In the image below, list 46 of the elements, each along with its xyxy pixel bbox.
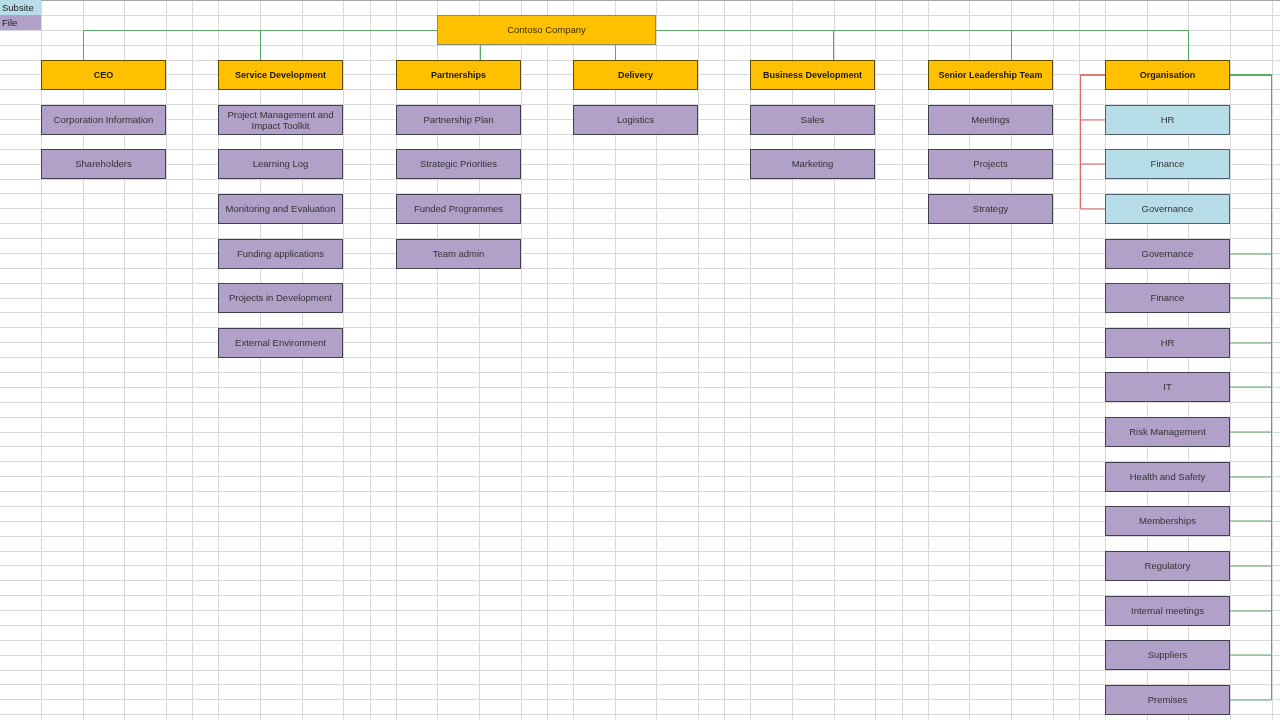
- file-box: Corporation Information: [41, 105, 166, 135]
- file-box: Project Management and Impact Toolkit: [218, 105, 343, 135]
- file-box: HR: [1105, 328, 1230, 358]
- file-box: Premises: [1105, 685, 1230, 715]
- file-box: Strategic Priorities: [396, 149, 521, 179]
- file-box: External Environment: [218, 328, 343, 358]
- file-box: Shareholders: [41, 149, 166, 179]
- file-box: Funded Programmes: [396, 194, 521, 224]
- section-box: CEO: [41, 60, 166, 90]
- section-box: Service Development: [218, 60, 343, 90]
- file-box: Suppliers: [1105, 640, 1230, 670]
- file-box: IT: [1105, 372, 1230, 402]
- file-box: Regulatory: [1105, 551, 1230, 581]
- root-box: Contoso Company: [437, 15, 656, 45]
- legend-key: Subsite: [0, 0, 41, 15]
- file-box: Partnership Plan: [396, 105, 521, 135]
- file-box: Logistics: [573, 105, 698, 135]
- connector-line: [1080, 74, 1106, 210]
- section-box: Business Development: [750, 60, 875, 90]
- file-box: Marketing: [750, 149, 875, 179]
- file-box: Health and Safety: [1105, 462, 1230, 492]
- file-box: Finance: [1105, 283, 1230, 313]
- connector-line: [260, 30, 438, 61]
- file-box: Learning Log: [218, 149, 343, 179]
- section-box: Organisation: [1105, 60, 1230, 90]
- file-box: Funding applications: [218, 239, 343, 269]
- file-box: Governance: [1105, 239, 1230, 269]
- subsite-box: Finance: [1105, 149, 1230, 179]
- file-box: Risk Management: [1105, 417, 1230, 447]
- legend-key: File: [0, 15, 41, 30]
- file-box: Meetings: [928, 105, 1053, 135]
- file-box: Monitoring and Evaluation: [218, 194, 343, 224]
- file-box: Team admin: [396, 239, 521, 269]
- file-box: Projects in Development: [218, 283, 343, 313]
- file-box: Internal meetings: [1105, 596, 1230, 626]
- section-box: Delivery: [573, 60, 698, 90]
- subsite-box: HR: [1105, 105, 1230, 135]
- file-box: Sales: [750, 105, 875, 135]
- file-box: Strategy: [928, 194, 1053, 224]
- connector-line: [480, 44, 481, 61]
- file-box: Memberships: [1105, 506, 1230, 536]
- file-box: Projects: [928, 149, 1053, 179]
- section-box: Partnerships: [396, 60, 521, 90]
- connector-line: [615, 44, 616, 61]
- section-box: Senior Leadership Team: [928, 60, 1053, 90]
- subsite-box: Governance: [1105, 194, 1230, 224]
